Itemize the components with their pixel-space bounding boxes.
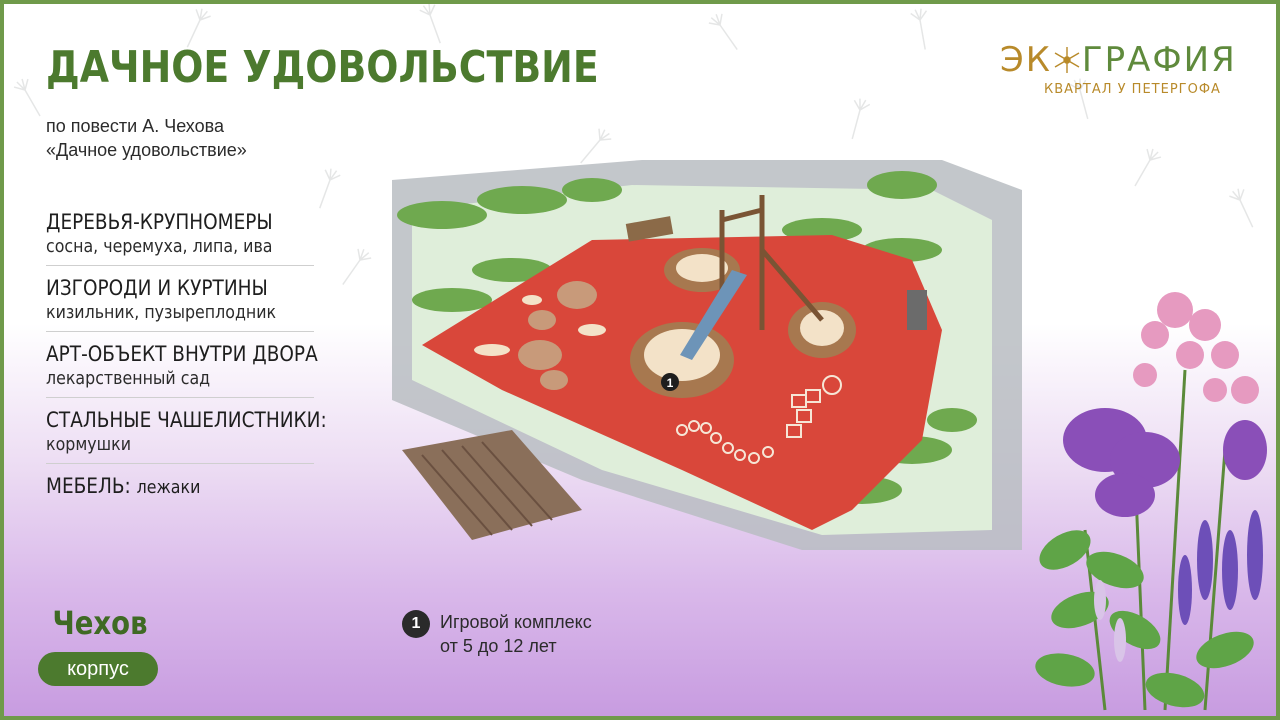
- ecografia-logo: ЭК ГРАФИЯ КВАРТАЛ У ПЕТЕРГОФА: [1000, 40, 1240, 97]
- dandelion-icon: [1054, 47, 1080, 73]
- plan-marker-label: 1: [667, 376, 674, 390]
- slide: [680, 270, 747, 360]
- hopscotch: [786, 375, 842, 438]
- feature-item: АРТ-ОБЪЕКТ ВНУТРИ ДВОРА лекарственный са…: [46, 342, 318, 398]
- legend-number: 1: [402, 610, 430, 638]
- bench: [907, 290, 927, 330]
- subtitle-line-2: «Дачное удовольствие»: [46, 140, 247, 160]
- feature-item-inline: МЕБЕЛЬ: лежаки: [46, 474, 282, 498]
- logo-wordmark: ЭК ГРАФИЯ: [1000, 40, 1240, 80]
- feature-detail: кизильник, пузыреплодник: [46, 302, 277, 323]
- feature-detail: кормушки: [46, 434, 132, 455]
- feature-item: СТАЛЬНЫЕ ЧАШЕЛИСТНИКИ: кормушки: [46, 408, 327, 464]
- legend-line-1: Игровой комплекс: [440, 612, 592, 632]
- feature-item: МЕБЕЛЬ: лежаки: [46, 474, 314, 506]
- feature-detail: лежаки: [136, 477, 201, 498]
- feature-detail: сосна, черемуха, липа, ива: [46, 236, 273, 257]
- legend-line-2: от 5 до 12 лет: [440, 636, 557, 656]
- thyme-flowers: [1094, 580, 1126, 662]
- plan-marker: [661, 373, 679, 391]
- legend: 1 Игровой комплекс от 5 до 12 лет: [402, 610, 592, 658]
- playground-plan-illustration: 1: [392, 160, 1022, 550]
- subtitle: по повести А. Чехова «Дачное удовольстви…: [46, 114, 247, 162]
- bench: [625, 216, 674, 242]
- flowers-illustration: [1035, 292, 1267, 711]
- legend-text: Игровой комплекс от 5 до 12 лет: [440, 610, 592, 658]
- feature-item: ИЗГОРОДИ И КУРТИНЫ кизильник, пузыреплод…: [46, 276, 314, 332]
- logo-prefix: ЭК: [1000, 40, 1052, 80]
- subtitle-line-1: по повести А. Чехова: [46, 116, 224, 136]
- logo-suffix: ГРАФИЯ: [1081, 40, 1237, 80]
- feature-list: ДЕРЕВЬЯ-КРУПНОМЕРЫ сосна, черемуха, липа…: [46, 210, 327, 516]
- page-title: ДАЧНОЕ УДОВОЛЬСТВИЕ: [46, 42, 599, 93]
- feature-detail: лекарственный сад: [46, 368, 211, 389]
- feature-item: ДЕРЕВЬЯ-КРУПНОМЕРЫ сосна, черемуха, липа…: [46, 210, 314, 266]
- lilac-flowers: [1063, 408, 1267, 517]
- feature-heading: АРТ-ОБЪЕКТ ВНУТРИ ДВОРА: [46, 342, 318, 366]
- play-mounds: [474, 281, 606, 390]
- logo-tagline: КВАРТАЛ У ПЕТЕРГОФА: [1044, 82, 1221, 97]
- feature-heading: СТАЛЬНЫЕ ЧАШЕЛИСТНИКИ:: [46, 408, 327, 432]
- salvia-spikes: [1178, 510, 1263, 625]
- feature-heading: МЕБЕЛЬ:: [46, 474, 131, 498]
- snake-path: [676, 420, 774, 464]
- feature-heading: ИЗГОРОДИ И КУРТИНЫ: [46, 276, 268, 300]
- oregano-flowers: [1133, 292, 1259, 404]
- pergola: [402, 430, 582, 540]
- building-name: Чехов: [52, 604, 148, 642]
- building-tag: корпус: [38, 652, 158, 686]
- feature-heading: ДЕРЕВЬЯ-КРУПНОМЕРЫ: [46, 210, 273, 234]
